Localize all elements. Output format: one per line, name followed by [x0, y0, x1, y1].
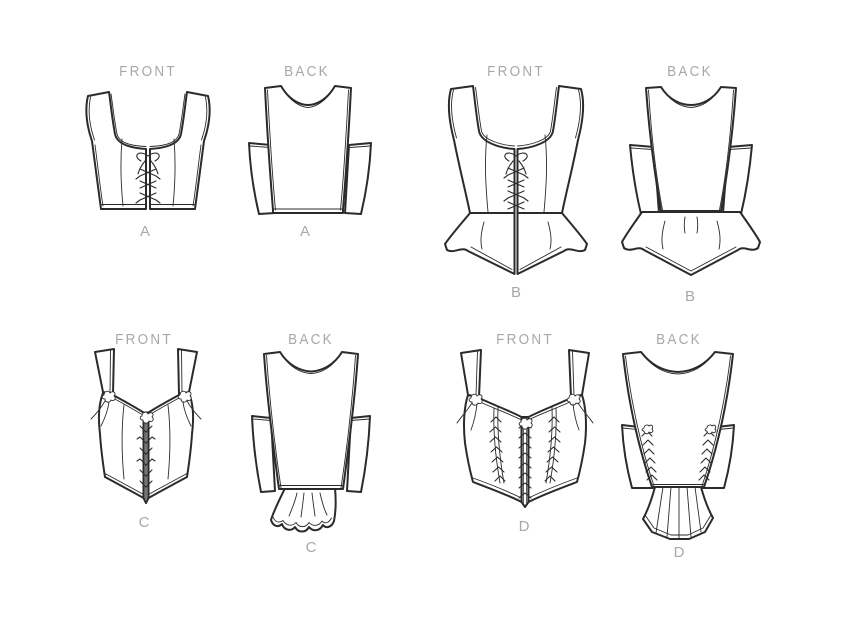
view-c-front-label: FRONT — [115, 331, 173, 348]
view-d-front-letter: D — [518, 518, 530, 535]
view-a-front-label: FRONT — [119, 63, 177, 80]
view-a-back-label: BACK — [284, 63, 330, 80]
view-c-back-label: BACK — [288, 331, 334, 348]
view-d-front-label: FRONT — [496, 331, 554, 348]
view-b-back-illustration — [621, 86, 761, 276]
view-a-back-illustration — [248, 85, 372, 215]
view-b-back-label: BACK — [667, 63, 713, 80]
view-d-back-letter: D — [673, 544, 685, 561]
view-d-front-illustration — [456, 349, 594, 508]
view-c-back-letter: C — [305, 539, 317, 556]
view-c-front-illustration — [90, 348, 202, 504]
view-a-front-letter: A — [139, 223, 151, 240]
view-a-back-letter: A — [299, 223, 311, 240]
view-b-front-label: FRONT — [487, 63, 545, 80]
view-b-back-letter: B — [684, 288, 696, 305]
view-a-front-illustration — [85, 91, 211, 210]
view-d-back-label: BACK — [656, 331, 702, 348]
view-c-back-illustration — [251, 351, 371, 533]
view-c-front-letter: C — [138, 514, 150, 531]
view-b-front-illustration — [444, 85, 588, 275]
view-d-back-illustration — [621, 351, 735, 540]
view-b-front-letter: B — [510, 284, 522, 301]
